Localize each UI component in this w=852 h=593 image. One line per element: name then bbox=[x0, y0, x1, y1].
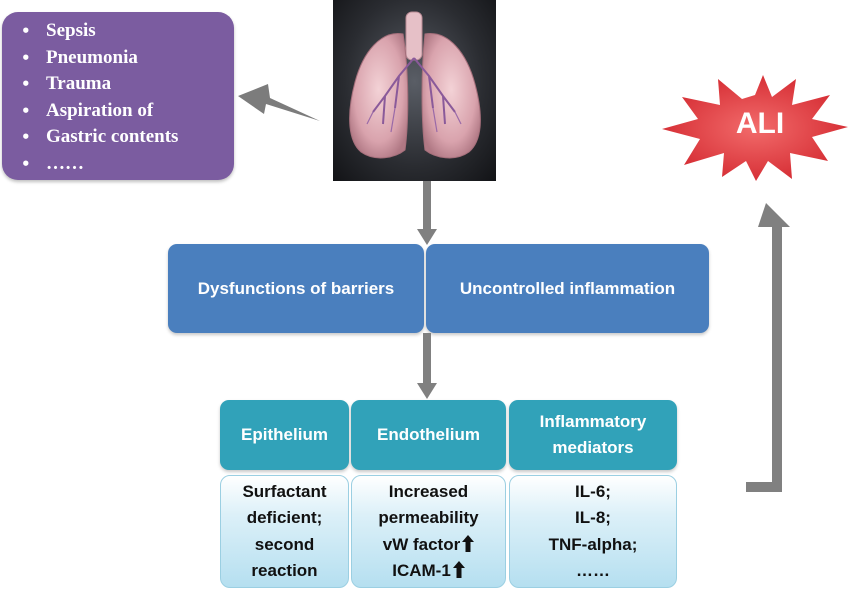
cause-item: Gastric contents bbox=[8, 124, 226, 151]
mediators-header: Inflammatory mediators bbox=[509, 400, 677, 470]
epithelium-cell: Surfactant deficient; second reaction bbox=[220, 475, 349, 588]
cell-line: reaction bbox=[251, 561, 318, 580]
cell-line-row: vW factor bbox=[382, 532, 475, 559]
arrow-up-icon bbox=[746, 203, 790, 492]
endothelium-cell: Increased permeability vW factor ICAM-1 bbox=[351, 475, 506, 588]
cell-line: permeability bbox=[378, 508, 479, 527]
arrow-down-icon bbox=[417, 181, 437, 245]
epithelium-header: Epithelium bbox=[220, 400, 349, 470]
endothelium-header: Endothelium bbox=[351, 400, 506, 470]
cell-line: IL-6; bbox=[575, 481, 611, 501]
barriers-bar: Dysfunctions of barriers bbox=[168, 244, 424, 333]
barriers-label: Dysfunctions of barriers bbox=[197, 278, 395, 298]
cell-line: Increased bbox=[388, 481, 469, 501]
cell-line: …… bbox=[576, 561, 610, 580]
cell-line: IL-8; bbox=[575, 508, 611, 527]
arrow-down-icon bbox=[417, 333, 437, 399]
inflammation-label: Uncontrolled inflammation bbox=[459, 278, 676, 298]
inflammation-bar: Uncontrolled inflammation bbox=[426, 244, 709, 333]
causes-box: Sepsis Pneumonia Trauma Aspiration of Ga… bbox=[2, 12, 234, 180]
lightning-icon bbox=[238, 84, 320, 121]
cell-line: Surfactant bbox=[242, 481, 327, 501]
mediators-title-line: mediators bbox=[552, 438, 634, 457]
mediators-title-line: Inflammatory bbox=[539, 412, 647, 431]
cause-item: Pneumonia bbox=[8, 45, 226, 72]
cause-item: Sepsis bbox=[8, 18, 226, 45]
mediators-cell: IL-6; IL-8; TNF-alpha; …… bbox=[509, 475, 677, 588]
starburst-icon bbox=[662, 75, 848, 181]
causes-list: Sepsis Pneumonia Trauma Aspiration of Ga… bbox=[8, 18, 226, 178]
cause-item: …… bbox=[8, 151, 226, 178]
epithelium-title: Epithelium bbox=[241, 425, 328, 444]
cell-line: TNF-alpha; bbox=[548, 534, 638, 554]
cause-item: Aspiration of bbox=[8, 98, 226, 125]
cell-line: second bbox=[254, 534, 315, 554]
endothelium-title: Endothelium bbox=[377, 425, 480, 444]
cell-line-row: ICAM-1 bbox=[392, 558, 465, 585]
cell-line: deficient; bbox=[246, 508, 323, 527]
ali-label: ALI bbox=[735, 107, 785, 140]
cell-line: vW factor bbox=[382, 534, 461, 554]
lungs-image bbox=[333, 0, 496, 181]
increase-arrow-icon bbox=[452, 561, 465, 578]
cause-item: Trauma bbox=[8, 71, 226, 98]
cell-line: ICAM-1 bbox=[392, 561, 451, 580]
increase-arrow-icon bbox=[462, 534, 475, 552]
